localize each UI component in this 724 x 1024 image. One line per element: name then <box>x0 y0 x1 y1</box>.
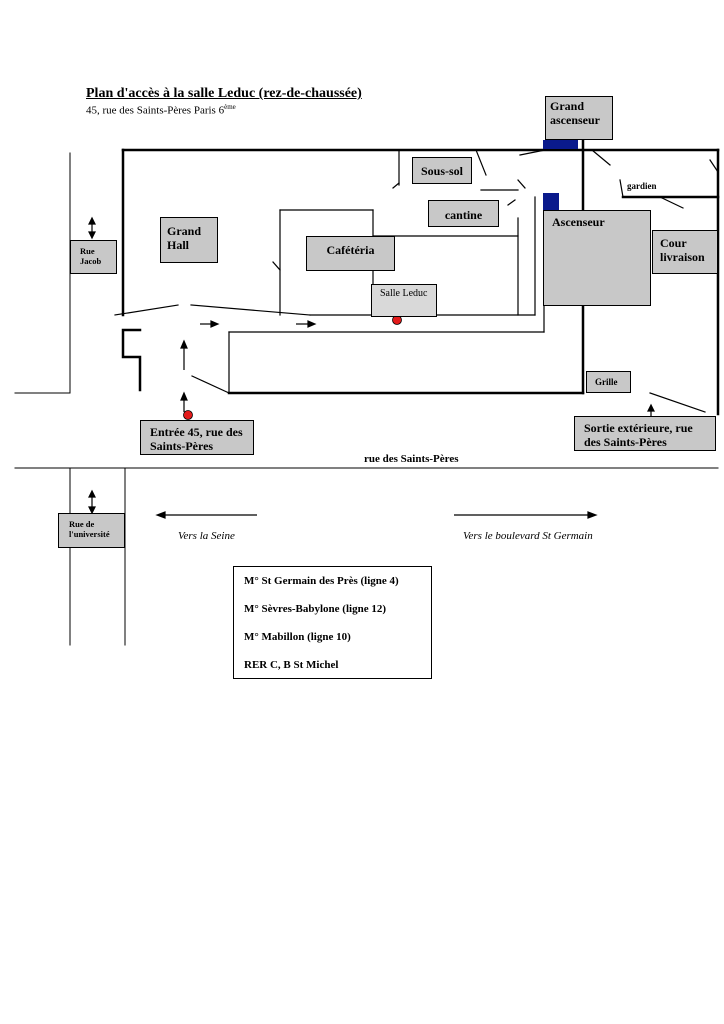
room-ascenseur: Ascenseur <box>543 210 651 306</box>
entrance-walls <box>121 328 142 392</box>
transport-line-4: RER C, B St Michel <box>244 659 339 671</box>
map-subtitle: 45, rue des Saints-Pères Paris 6ème <box>86 103 236 117</box>
double-arrow-universite <box>88 489 96 515</box>
arrow-up-1 <box>180 339 188 370</box>
label-sortie: Sortie extérieure, rue des Saints-Pères <box>574 416 716 451</box>
arrow-right-1 <box>200 320 220 328</box>
room-grand-hall: Grand Hall <box>160 217 218 263</box>
street-rue-universite: Rue de l'université <box>58 513 125 548</box>
label-grille: Grille <box>586 371 631 393</box>
transport-line-1: M° St Germain des Près (ligne 4) <box>244 575 399 587</box>
direction-vers-la-seine: Vers la Seine <box>178 530 235 542</box>
address-suffix: ème <box>224 103 236 111</box>
transport-line-3: M° Mabillon (ligne 10) <box>244 631 351 643</box>
double-arrow-jacob <box>88 216 96 240</box>
room-cafeteria: Cafétéria <box>306 236 395 271</box>
arrow-vers-st-germain <box>454 511 598 519</box>
arrow-right-2 <box>296 320 317 328</box>
address: 45, rue des Saints-Pères Paris 6 <box>86 104 225 117</box>
label-entree: Entrée 45, rue des Saints-Pères <box>140 420 254 455</box>
arrow-vers-seine <box>155 511 257 519</box>
room-salle-leduc: Salle Leduc <box>371 284 437 317</box>
street-rue-saints-peres: rue des Saints-Pères <box>364 453 459 465</box>
elevator-door-small <box>543 193 559 210</box>
room-cour-livraison: Cour livraison <box>652 230 718 274</box>
arrow-up-2 <box>180 391 188 412</box>
room-cantine: cantine <box>428 200 499 227</box>
direction-vers-st-germain: Vers le boulevard St Germain <box>463 530 593 542</box>
room-sous-sol: Sous-sol <box>412 157 472 184</box>
room-grand-ascenseur: Grand ascenseur <box>545 96 613 140</box>
map-title: Plan d'accès à la salle Leduc (rez-de-ch… <box>86 86 362 101</box>
label-gardien: gardien <box>627 181 657 191</box>
transport-line-2: M° Sèvres-Babylone (ligne 12) <box>244 603 386 615</box>
street-rue-jacob: Rue Jacob <box>70 240 117 274</box>
transport-box: M° St Germain des Près (ligne 4) M° Sèvr… <box>233 566 432 679</box>
elevator-door-grand <box>543 140 578 149</box>
marker-entree <box>183 410 193 420</box>
